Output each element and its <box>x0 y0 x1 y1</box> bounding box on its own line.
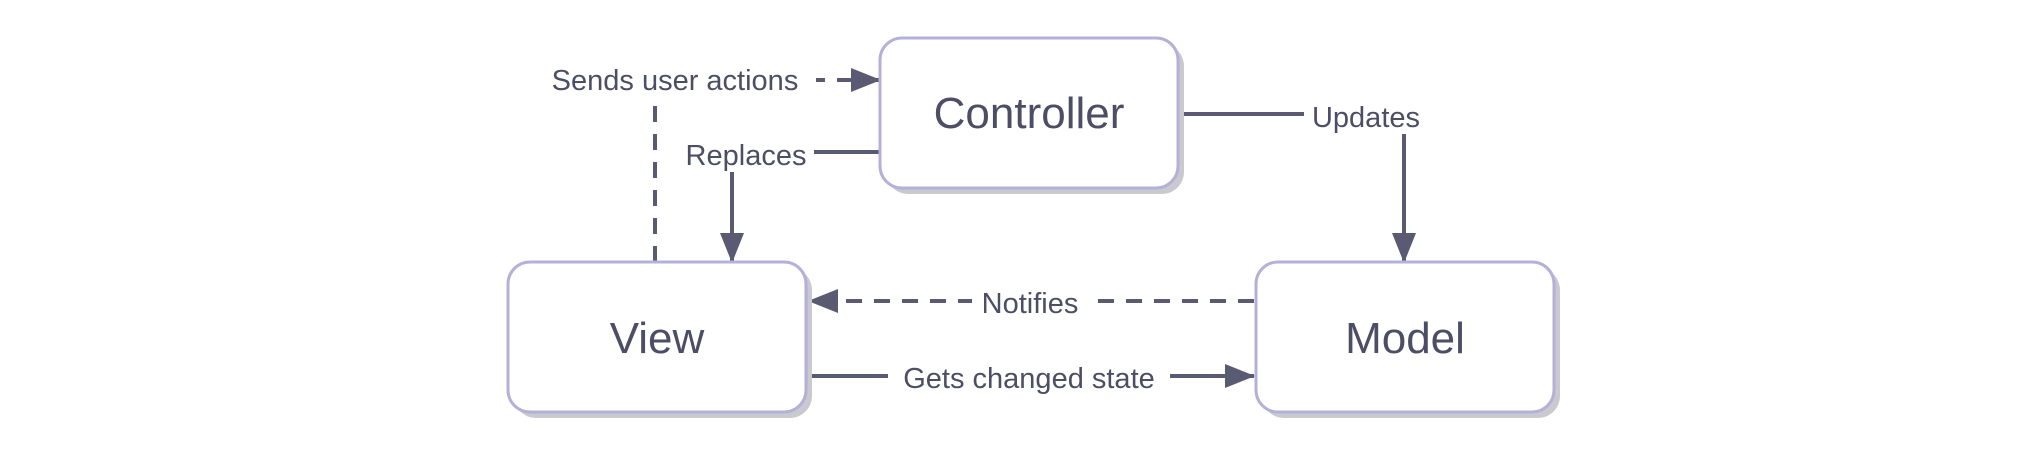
node-model: Model <box>1254 260 1560 418</box>
edge-updates: Updates <box>1180 98 1428 263</box>
edge-updates-line <box>1180 112 1416 263</box>
edge-label-notifies: Notifies <box>982 288 1079 320</box>
node-label-view: View <box>610 314 705 363</box>
edge-notifies: Notifies <box>808 284 1254 320</box>
edge-gets-changed-state: Gets changed state <box>809 359 1255 395</box>
node-label-model: Model <box>1345 314 1465 363</box>
edge-label-updates: Updates <box>1312 102 1420 134</box>
node-view: View <box>506 260 812 418</box>
edge-sends-user-actions: Sends user actions <box>534 60 881 262</box>
edge-label-sends-user-actions: Sends user actions <box>552 65 799 97</box>
node-controller: Controller <box>878 36 1184 194</box>
edge-replaces: Replaces <box>678 136 880 263</box>
node-label-controller: Controller <box>934 89 1125 138</box>
edge-label-replaces: Replaces <box>686 140 807 172</box>
edge-label-gets-changed-state: Gets changed state <box>903 363 1155 395</box>
